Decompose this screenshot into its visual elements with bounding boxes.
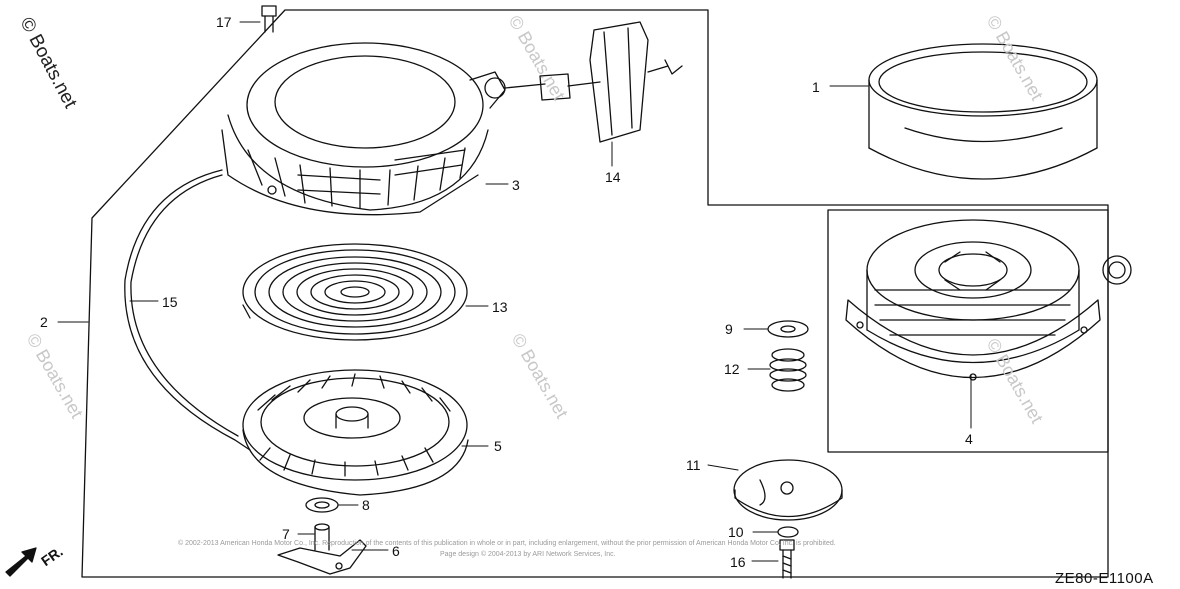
assembly-outline [81, 9, 1109, 578]
callout-7: 7 [282, 526, 290, 542]
copyright-line-1: © 2002-2013 American Honda Motor Co., In… [178, 540, 836, 547]
ratchet-guide-drawing [733, 459, 843, 521]
starter-case-drawing [221, 42, 506, 216]
starter-rope-drawing [124, 169, 251, 451]
callout-8: 8 [362, 497, 370, 513]
callout-9: 9 [725, 321, 733, 337]
callout-14: 14 [605, 169, 621, 185]
flange-bolt-drawing [261, 5, 277, 33]
copyright-line-2: Page design © 2004-2013 by ARI Network S… [440, 551, 616, 558]
callout-6: 6 [392, 543, 400, 559]
friction-spring-drawing [769, 348, 807, 392]
ratchet-drawing [277, 539, 367, 575]
callout-3: 3 [512, 177, 520, 193]
callout-11: 11 [686, 457, 701, 473]
callout-1: 1 [812, 79, 820, 95]
callout-15: 15 [162, 294, 178, 310]
callout-13: 13 [492, 299, 508, 315]
collar-drawing [305, 497, 339, 513]
recoil-spring-drawing [242, 243, 468, 341]
callout-16: 16 [730, 554, 746, 570]
starter-grip-drawing [504, 21, 683, 143]
callout-5: 5 [494, 438, 502, 454]
diagram-code: ZE80-E1100A [1055, 570, 1154, 587]
callout-4: 4 [965, 431, 973, 447]
housing-drawing [845, 219, 1132, 381]
callout-12: 12 [724, 361, 740, 377]
fr-arrow-icon [5, 547, 37, 577]
callout-17: 17 [216, 14, 232, 30]
reel-drawing [242, 369, 469, 496]
washer-drawing [767, 320, 809, 338]
cover-ring-drawing [868, 43, 1098, 180]
housing-box [827, 209, 1109, 453]
callout-2: 2 [40, 314, 48, 330]
pin-drawing [314, 523, 330, 551]
callout-10: 10 [728, 524, 744, 540]
setting-bolt-drawing [779, 539, 795, 579]
washer-drawing-10 [777, 526, 799, 538]
